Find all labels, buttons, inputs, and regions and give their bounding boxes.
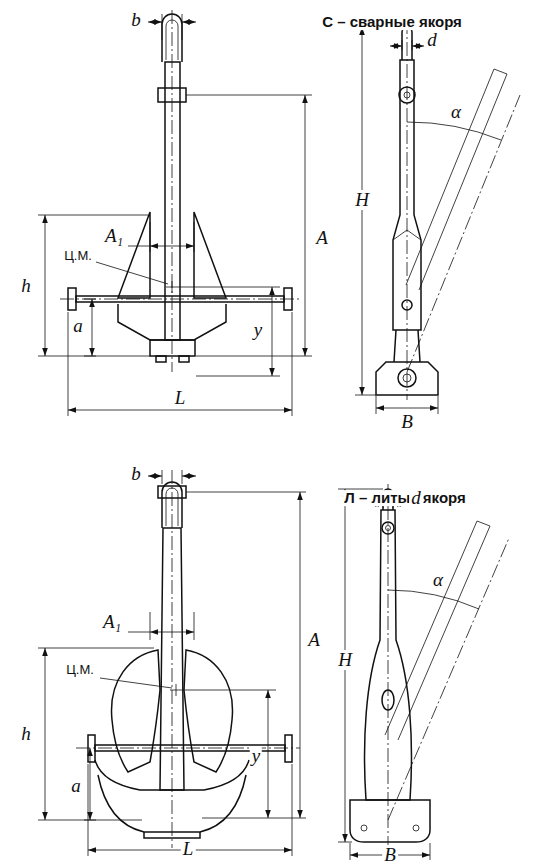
centre-of-mass-label: Ц.М. — [62, 249, 94, 263]
centre-of-mass-label: Ц.М. — [64, 663, 96, 677]
cast-anchor-side — [338, 484, 509, 860]
dimension-letter: h — [19, 724, 33, 744]
dimension-letter: B — [399, 412, 415, 432]
section-heading: С – сварные якоря — [320, 14, 464, 30]
dimension-letter: b — [129, 10, 143, 30]
dimension-letter: b — [129, 464, 143, 484]
dimension-letter: d — [425, 30, 439, 50]
cast-anchor-front — [38, 470, 306, 856]
welded-anchor-front — [38, 10, 312, 416]
dimension-letter: d — [409, 488, 423, 508]
dimension-letter: A — [314, 228, 330, 248]
angle-letter: α — [431, 570, 445, 590]
dimension-letter: A₁ — [103, 226, 125, 246]
dimension-letter: H — [336, 650, 354, 670]
angle-letter: α — [449, 102, 463, 122]
dimension-letter: y — [250, 746, 262, 766]
dimension-letter: a — [69, 776, 83, 796]
dimension-letter: a — [71, 316, 85, 336]
welded-anchor-side — [355, 20, 520, 414]
dimension-letter: L — [181, 839, 196, 859]
section-heading: Л – литые якоря — [342, 490, 468, 506]
dimension-letter: B — [382, 845, 398, 865]
dimension-letter: y — [252, 320, 264, 340]
dimension-letter: H — [353, 190, 371, 210]
dimension-letter: L — [173, 388, 188, 408]
dimension-letter: A — [306, 630, 322, 650]
dimension-letter: h — [19, 276, 33, 296]
dimension-letter: A₁ — [101, 612, 123, 632]
